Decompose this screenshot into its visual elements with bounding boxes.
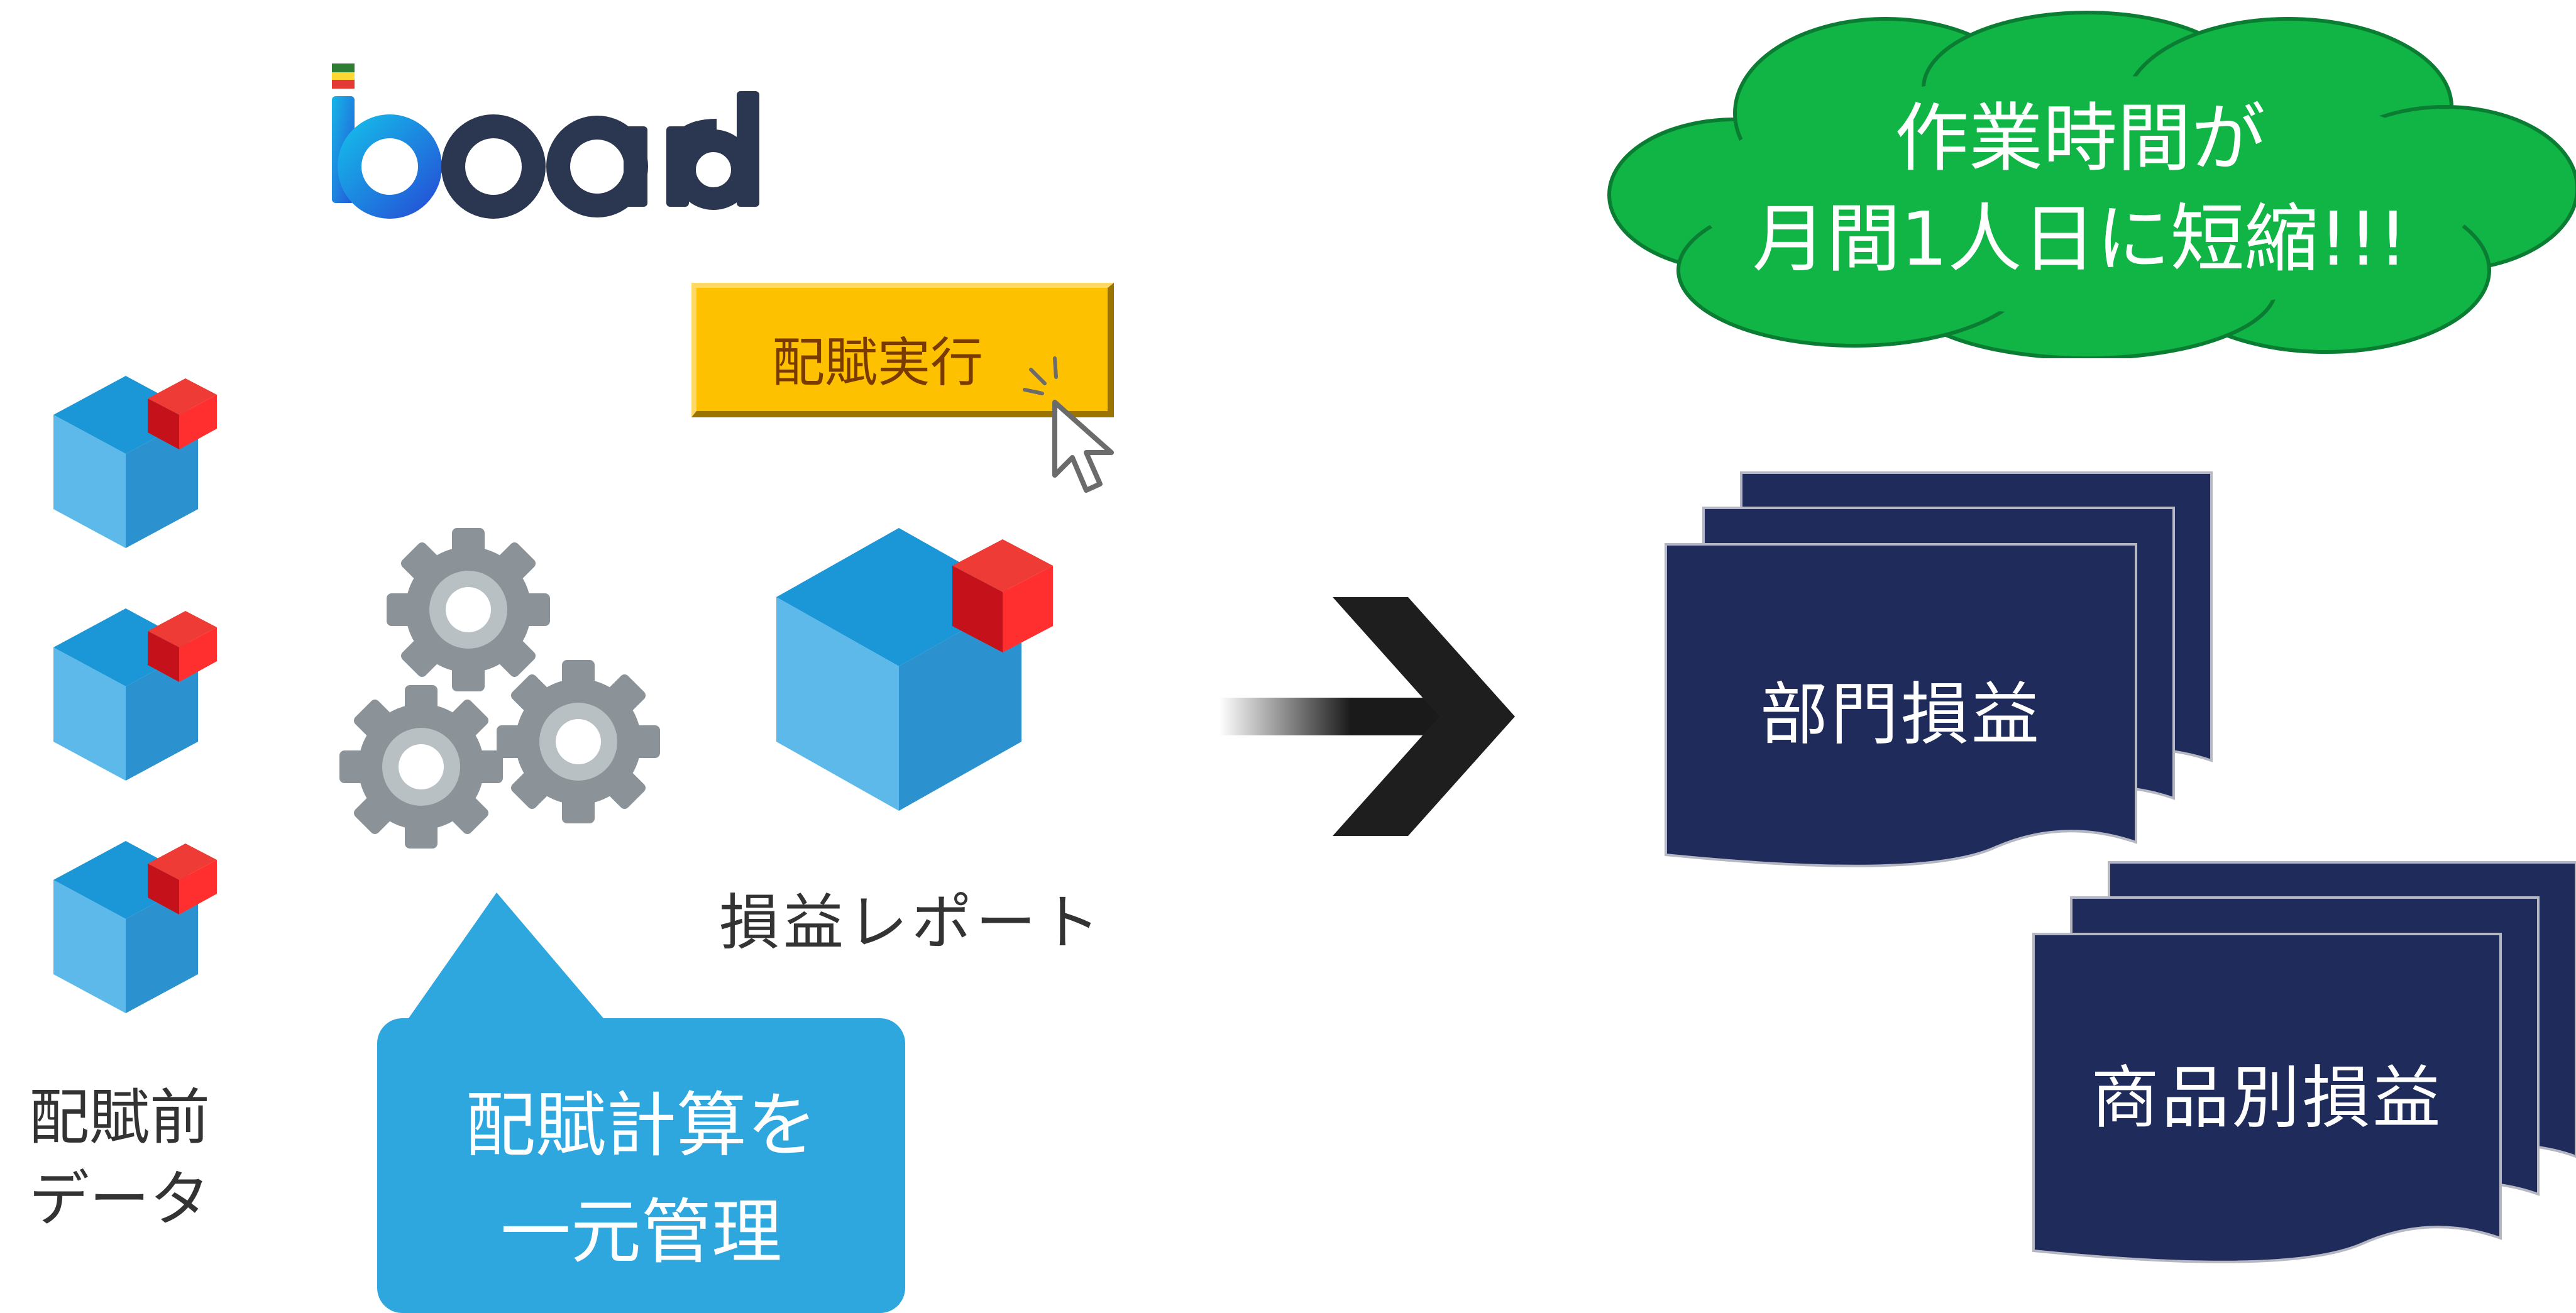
cloud-line-2: 月間1人日に短縮!!!	[1752, 195, 2408, 282]
cloud-shape	[1607, 11, 2576, 360]
callout-line-2: 一元管理	[500, 1192, 782, 1273]
board-cube-icon	[53, 376, 217, 548]
execute-button-label: 配賦実行	[772, 332, 984, 393]
board-logo-d	[679, 91, 759, 210]
execute-allocation-button[interactable]: 配賦実行	[691, 283, 1114, 417]
product-pl-document: 商品別損益	[2027, 861, 2576, 1276]
cloud-line-1: 作業時間が	[1894, 95, 2265, 182]
document-stack-shape	[1665, 471, 2213, 867]
pre-allocation-data-label-1: 配賦前	[29, 1082, 210, 1153]
document-stack-shape	[2032, 861, 2576, 1263]
callout-line-1: 配賦計算を	[465, 1085, 817, 1167]
summary-cloud: 作業時間が 月間1人日に短縮!!!	[1584, 6, 2576, 360]
mouse-cursor-icon	[1023, 356, 1114, 493]
pre-allocation-data-label-2: データ	[29, 1164, 210, 1234]
report-cube-icon	[776, 528, 1053, 811]
department-pl-document: 部門損益	[1653, 471, 2219, 880]
callout-bubble	[377, 893, 905, 1313]
gears-icon	[339, 528, 660, 849]
board-logo	[327, 60, 767, 223]
board-cube-icon	[53, 841, 217, 1013]
department-pl-label: 部門損益	[1759, 676, 2042, 754]
right-arrow-icon	[1219, 597, 1515, 836]
pl-report-label: 損益レポート	[719, 887, 1104, 958]
board-cube-icon	[53, 608, 217, 781]
product-pl-label: 商品別損益	[2091, 1059, 2443, 1138]
